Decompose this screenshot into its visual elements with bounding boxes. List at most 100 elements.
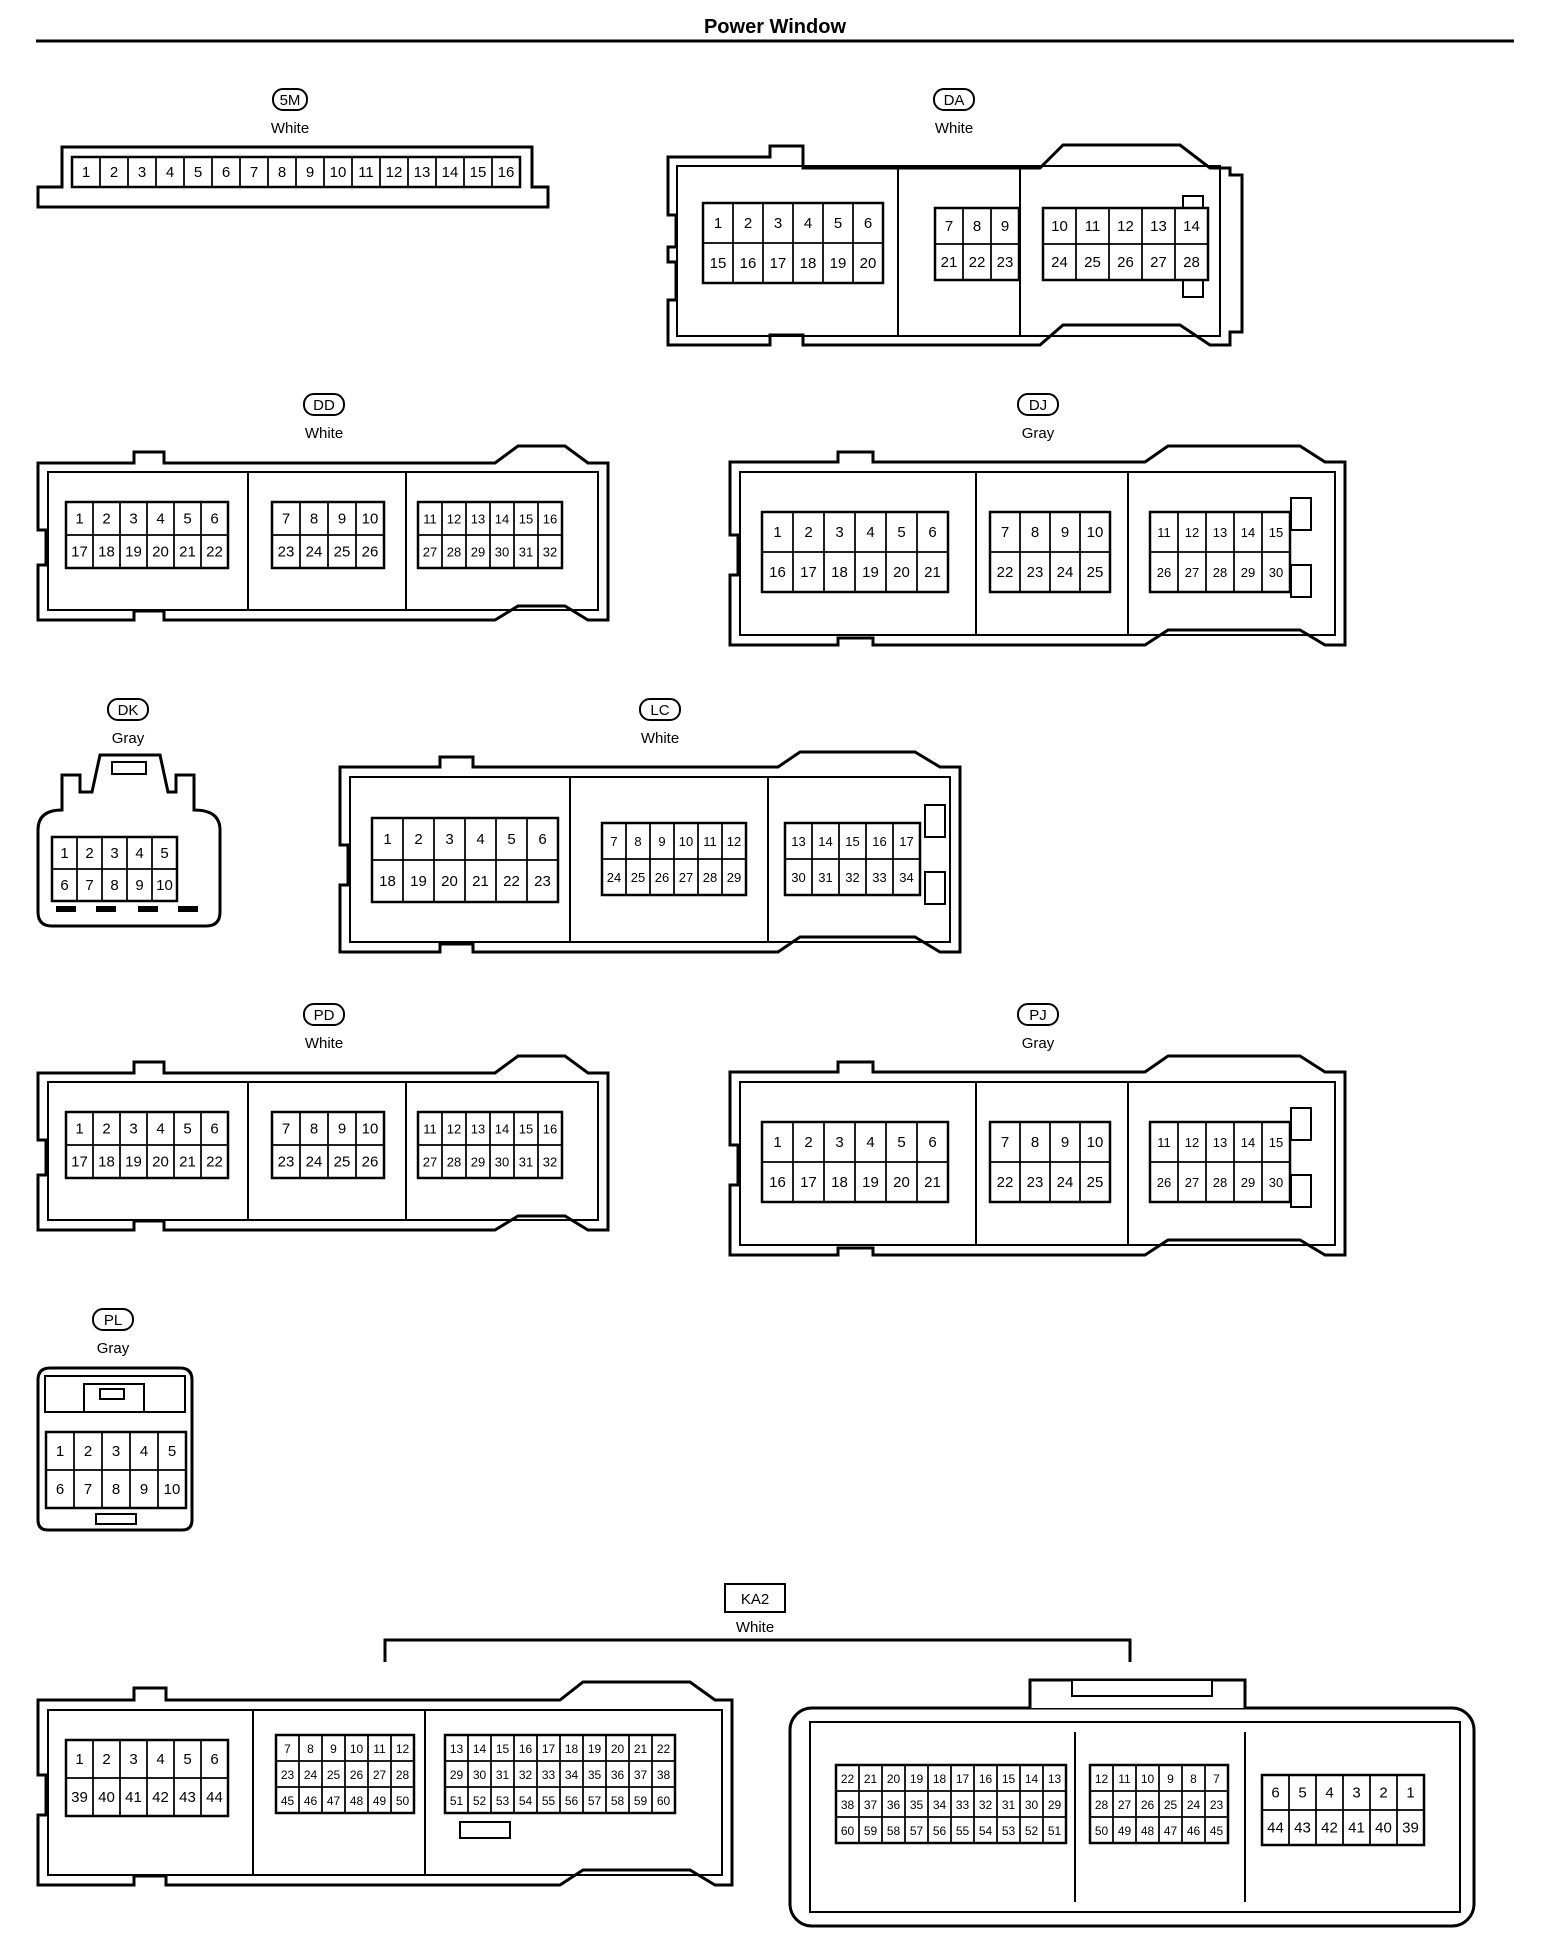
pin-number: 19: [862, 1174, 879, 1191]
pin-number: 29: [727, 870, 741, 885]
pin-number: 5: [897, 1134, 905, 1151]
pin-number: 2: [1379, 1785, 1387, 1802]
pin-number: 13: [791, 834, 805, 849]
connector-id-badge: [107, 698, 149, 721]
pin-cell: [651, 1786, 676, 1814]
pin-number: 48: [350, 1794, 364, 1808]
pin-number: 1: [714, 215, 722, 232]
pin-number: 18: [800, 255, 817, 272]
pin-number: 2: [102, 1751, 110, 1768]
pin-number: 9: [330, 1742, 337, 1756]
pin-number: 27: [423, 545, 437, 560]
latch-slot: [459, 1821, 511, 1839]
pin-number: 4: [156, 1121, 164, 1138]
pin-number: 19: [125, 1154, 142, 1171]
connector-color-label: Gray: [1022, 1035, 1055, 1052]
pin-number: 6: [538, 831, 546, 848]
pin-number: 16: [740, 255, 757, 272]
pin-number: 24: [1187, 1798, 1201, 1812]
pin-number: 11: [1118, 1772, 1131, 1786]
pin-cell: [1261, 1161, 1291, 1203]
pin-number: 14: [1241, 525, 1255, 540]
latch-slot: [924, 871, 946, 905]
pin-number: 2: [804, 524, 812, 541]
pin-number: 24: [304, 1768, 318, 1782]
pin-number: 30: [1025, 1798, 1039, 1812]
pin-number: 37: [864, 1798, 878, 1812]
pin-number: 32: [845, 870, 859, 885]
pin-number: 5: [183, 1751, 191, 1768]
pin-number: 21: [941, 254, 958, 271]
pin-number: 17: [542, 1742, 556, 1756]
pin-number: 4: [156, 511, 164, 528]
pin-number: 19: [862, 564, 879, 581]
pin-number: 15: [519, 1122, 533, 1137]
lock-tab: [111, 761, 147, 775]
pin-number: 6: [222, 164, 230, 181]
pin-number: 22: [841, 1772, 855, 1786]
pin-number: 7: [282, 511, 290, 528]
pin-number: 35: [910, 1798, 924, 1812]
pin-number: 8: [278, 164, 286, 181]
connector-id-label: DA: [944, 92, 965, 109]
pin-number: 56: [565, 1794, 579, 1808]
connector-id-label: DK: [118, 702, 139, 719]
pin-number: 4: [476, 831, 484, 848]
pin-number: 16: [543, 512, 557, 527]
pin-number: 14: [442, 164, 459, 181]
pin-number: 4: [866, 1134, 874, 1151]
pin-cell: [1174, 243, 1209, 281]
housing-inner-outline: [739, 471, 1336, 636]
pin-number: 15: [1269, 1135, 1283, 1150]
pin-number: 26: [1157, 1175, 1171, 1190]
pin-number: 22: [206, 544, 223, 561]
pin-number: 1: [56, 1443, 64, 1460]
pin-number: 14: [1241, 1135, 1255, 1150]
housing-inner-outline: [349, 776, 951, 943]
pin-number: 15: [519, 512, 533, 527]
pin-number: 1: [60, 845, 68, 862]
pin-number: 35: [588, 1768, 602, 1782]
pin-number: 19: [410, 873, 427, 890]
pin-number: 9: [1167, 1772, 1174, 1786]
pin-number: 12: [447, 1122, 461, 1137]
keyway: [95, 1513, 137, 1525]
lock-nub: [99, 1388, 125, 1400]
pin-number: 40: [98, 1789, 115, 1806]
pin-cell: [990, 243, 1020, 281]
pin-number: 11: [373, 1742, 386, 1756]
pin-number: 51: [450, 1794, 464, 1808]
pin-number: 11: [423, 1122, 437, 1137]
pin-number: 4: [156, 1751, 164, 1768]
pin-number: 17: [71, 544, 88, 561]
pin-number: 7: [1001, 524, 1009, 541]
pin-number: 1: [383, 831, 391, 848]
pin-cell: [537, 534, 563, 569]
pin-cell: [892, 858, 921, 896]
housing-inner-outline: [47, 471, 599, 611]
pin-number: 6: [210, 1121, 218, 1138]
pin-number: 3: [138, 164, 146, 181]
pin-number: 21: [634, 1742, 648, 1756]
pin-number: 10: [362, 1121, 379, 1138]
pin-number: 20: [893, 1174, 910, 1191]
pin-number: 3: [774, 215, 782, 232]
pin-number: 13: [1048, 1772, 1062, 1786]
pin-number: 20: [441, 873, 458, 890]
pin-number: 28: [1095, 1798, 1109, 1812]
pin-number: 43: [179, 1789, 196, 1806]
pin-number: 1: [773, 1134, 781, 1151]
connector-id-label: 5M: [280, 92, 301, 109]
pin-number: 33: [542, 1768, 556, 1782]
pin-number: 7: [84, 1481, 92, 1498]
latch-slot: [1290, 564, 1312, 598]
pin-number: 7: [250, 164, 258, 181]
pin-number: 31: [519, 545, 533, 560]
pin-number: 5: [507, 831, 515, 848]
pin-number: 24: [607, 870, 621, 885]
pin-number: 5: [168, 1443, 176, 1460]
pin-number: 14: [495, 512, 509, 527]
pin-number: 9: [338, 1121, 346, 1138]
pin-number: 28: [1183, 254, 1200, 271]
